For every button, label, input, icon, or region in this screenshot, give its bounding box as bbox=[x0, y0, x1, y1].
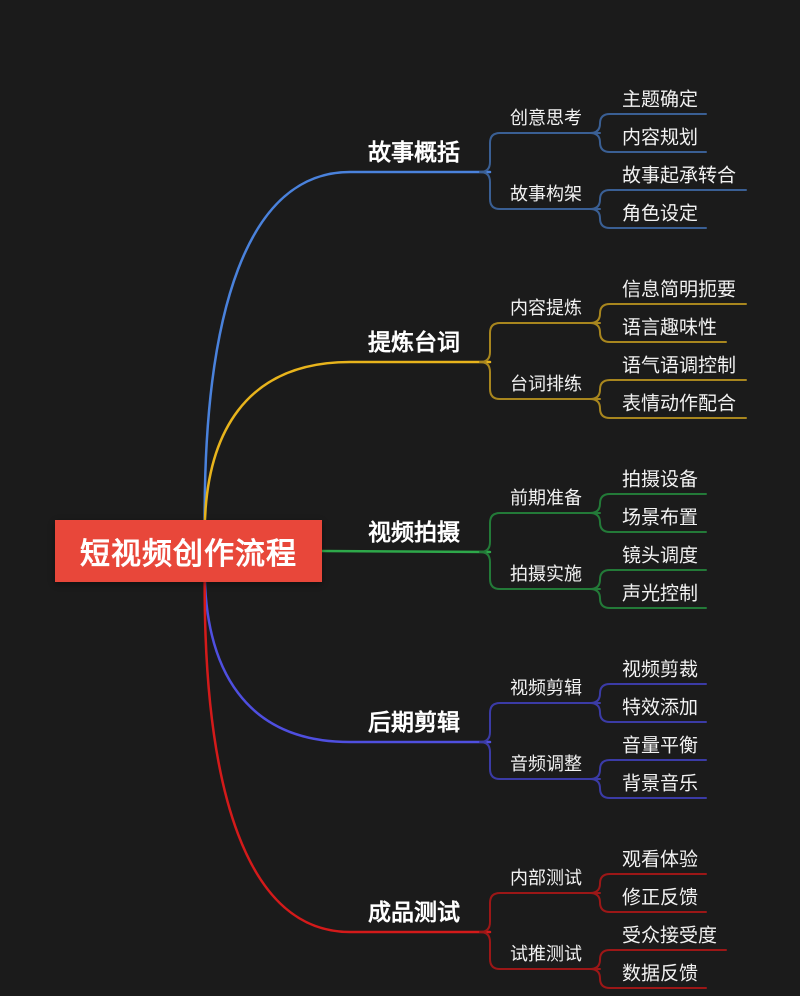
branch-label: 成品测试 bbox=[368, 900, 460, 926]
sub-branch-label: 前期准备 bbox=[510, 488, 582, 509]
leaf-line bbox=[589, 778, 707, 799]
leaf-line bbox=[589, 189, 747, 210]
leaf-line bbox=[589, 759, 707, 780]
leaf-line bbox=[589, 702, 707, 723]
root-node: 短视频创作流程 bbox=[55, 520, 322, 582]
branch-label: 提炼台词 bbox=[368, 330, 460, 356]
leaf-line bbox=[589, 493, 707, 514]
leaf-label: 信息简明扼要 bbox=[622, 278, 737, 301]
leaf-label: 修正反馈 bbox=[622, 886, 699, 909]
leaf-label: 受众接受度 bbox=[622, 924, 718, 947]
leaf-label: 主题确定 bbox=[622, 88, 699, 111]
branch-label: 视频拍摄 bbox=[368, 520, 460, 546]
leaf-line bbox=[589, 303, 747, 324]
branch-line bbox=[203, 549, 492, 744]
leaf-label: 拍摄设备 bbox=[622, 468, 699, 491]
sub-branch-label: 音频调整 bbox=[510, 754, 582, 775]
leaf-label: 表情动作配合 bbox=[622, 392, 737, 415]
sub-branch-line bbox=[479, 551, 601, 590]
sub-branch-line bbox=[479, 512, 601, 553]
leaf-line bbox=[589, 949, 727, 970]
sub-branch-line bbox=[479, 931, 601, 970]
leaf-line bbox=[589, 968, 707, 989]
leaf-label: 数据反馈 bbox=[622, 962, 699, 985]
leaf-line bbox=[589, 322, 727, 343]
leaf-line bbox=[589, 588, 707, 609]
leaf-line bbox=[589, 208, 707, 229]
leaf-label: 视频剪裁 bbox=[622, 658, 699, 681]
sub-branch-line bbox=[479, 132, 601, 173]
sub-branch-line bbox=[479, 361, 601, 400]
leaf-line bbox=[589, 569, 707, 590]
leaf-line bbox=[589, 398, 747, 419]
leaf-line bbox=[589, 379, 747, 400]
sub-branch-line bbox=[479, 702, 601, 743]
leaf-label: 音量平衡 bbox=[622, 734, 699, 757]
leaf-line bbox=[589, 873, 707, 894]
leaf-label: 角色设定 bbox=[622, 202, 699, 225]
leaf-line bbox=[589, 683, 707, 704]
sub-branch-label: 试推测试 bbox=[510, 944, 582, 965]
leaf-label: 镜头调度 bbox=[622, 544, 699, 567]
leaf-line bbox=[589, 512, 707, 533]
sub-branch-label: 故事构架 bbox=[510, 184, 582, 205]
branch-line bbox=[203, 170, 492, 553]
sub-branch-label: 内部测试 bbox=[510, 868, 582, 889]
branch-label: 后期剪辑 bbox=[368, 710, 460, 736]
leaf-line bbox=[589, 892, 707, 913]
leaf-label: 语言趣味性 bbox=[622, 316, 718, 339]
sub-branch-line bbox=[479, 322, 601, 363]
leaf-label: 特效添加 bbox=[622, 696, 699, 719]
sub-branch-label: 拍摄实施 bbox=[510, 564, 582, 585]
sub-branch-label: 视频剪辑 bbox=[510, 678, 582, 699]
leaf-line bbox=[589, 113, 707, 134]
sub-branch-line bbox=[479, 171, 601, 210]
branch-line bbox=[203, 360, 492, 553]
branch-line bbox=[320, 549, 492, 554]
leaf-label: 故事起承转合 bbox=[622, 164, 737, 187]
sub-branch-label: 创意思考 bbox=[510, 108, 582, 129]
leaf-label: 观看体验 bbox=[622, 848, 699, 871]
leaf-label: 语气语调控制 bbox=[622, 354, 737, 377]
sub-branch-line bbox=[479, 741, 601, 780]
leaf-label: 声光控制 bbox=[622, 582, 699, 605]
leaf-label: 内容规划 bbox=[622, 126, 699, 149]
branch-line bbox=[203, 549, 492, 934]
branch-label: 故事概括 bbox=[368, 140, 460, 166]
sub-branch-label: 内容提炼 bbox=[510, 298, 582, 319]
sub-branch-line bbox=[479, 892, 601, 933]
leaf-label: 场景布置 bbox=[622, 506, 699, 529]
sub-branch-label: 台词排练 bbox=[510, 374, 582, 395]
leaf-line bbox=[589, 132, 707, 153]
leaf-label: 背景音乐 bbox=[622, 772, 699, 795]
